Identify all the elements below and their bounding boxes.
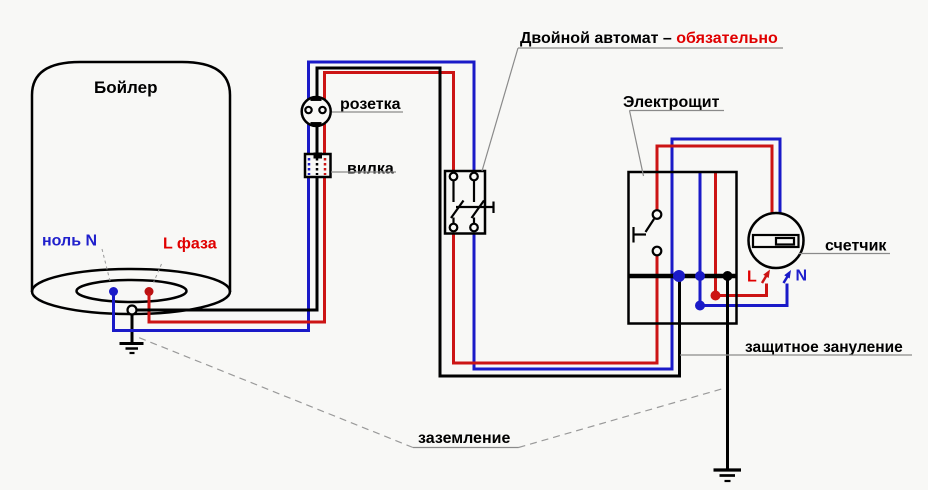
phase-wire-switch-to-meter — [655, 144, 774, 215]
breaker-pole-left — [448, 171, 465, 233]
neutral-wire-socket-to-breaker — [307, 60, 476, 172]
socket-right-hole — [318, 105, 327, 115]
bus-junction-dot-neutral — [695, 271, 705, 281]
socket-left-hole — [304, 105, 313, 115]
neutral-wire-boiler-to-plug — [112, 177, 310, 332]
breaker-label-leader-line — [481, 47, 519, 172]
meter-neutral-arrowhead — [784, 270, 791, 279]
boiler-label: Бойлер — [94, 78, 157, 97]
phase-wire-socket-to-breaker — [323, 71, 455, 172]
breaker-label-emphasis: обязательно — [676, 30, 778, 47]
neutral-terminal-label: ноль N — [42, 233, 97, 250]
phase-wire-breaker-to-panel-switch — [452, 231, 659, 365]
breaker-label-prefix: Двойной автомат – — [520, 30, 676, 47]
meter-neutral-label: N — [796, 268, 808, 285]
boiler-earth-terminal — [126, 304, 138, 316]
pe-wire-boiler-to-plug — [136, 177, 319, 312]
meter-phase-arrow — [760, 274, 768, 284]
bus-junction-dot-pe — [673, 270, 685, 282]
boiler-phase-terminal-dot — [144, 287, 154, 296]
grounding-leader-to-panel-ground — [518, 387, 726, 449]
pe-wire-socket-to-bus — [315, 66, 681, 378]
meter-neutral-arrow — [782, 275, 789, 284]
boiler-neutral-terminal-dot — [109, 287, 118, 296]
earth-ground-symbol-icon — [713, 468, 741, 483]
neutral-wire-breaker-to-meter — [472, 137, 782, 371]
socket-label: розетка — [340, 96, 401, 113]
breaker-pole-right — [469, 171, 485, 233]
phase-wire-meter-return — [714, 172, 768, 297]
breaker-label: Двойной автомат – обязательно — [520, 30, 778, 47]
plug-label: вилка — [347, 161, 394, 178]
phase-label-leader-line — [153, 263, 162, 283]
boiler-body-outline — [30, 60, 232, 292]
plug-top-contact-notch — [313, 152, 322, 159]
panel-label: Электрощит — [623, 94, 720, 111]
meter-phase-arrowhead — [763, 269, 770, 278]
panel-main-switch-icon — [632, 209, 663, 257]
boiler-inner-ellipse — [75, 278, 188, 304]
panel-box — [627, 170, 738, 325]
grounding-label: заземление — [418, 430, 510, 447]
bus-junction-dot-earth — [722, 271, 733, 281]
panel-label-leader-line — [628, 110, 645, 177]
neutral-wire-meter-return-to-bus — [698, 172, 789, 307]
phase-wire-boiler-to-plug — [147, 177, 326, 324]
boiler-ground-symbol-icon — [119, 342, 144, 355]
junction-dot-phase-return — [710, 290, 721, 301]
protective-neutralization-label: защитное зануление — [745, 339, 903, 356]
meter-label: счетчик — [825, 238, 887, 255]
breaker-tie-bar — [456, 201, 495, 213]
meter-phase-label: L — [747, 269, 757, 286]
junction-dot-neutral-return — [695, 300, 705, 311]
grounding-leader-to-boiler-ground — [134, 335, 414, 449]
socket-icon — [300, 95, 332, 128]
neutral-label-leader-line — [101, 248, 111, 284]
meter-display-window — [774, 236, 796, 246]
phase-terminal-label: L фаза — [163, 236, 217, 253]
